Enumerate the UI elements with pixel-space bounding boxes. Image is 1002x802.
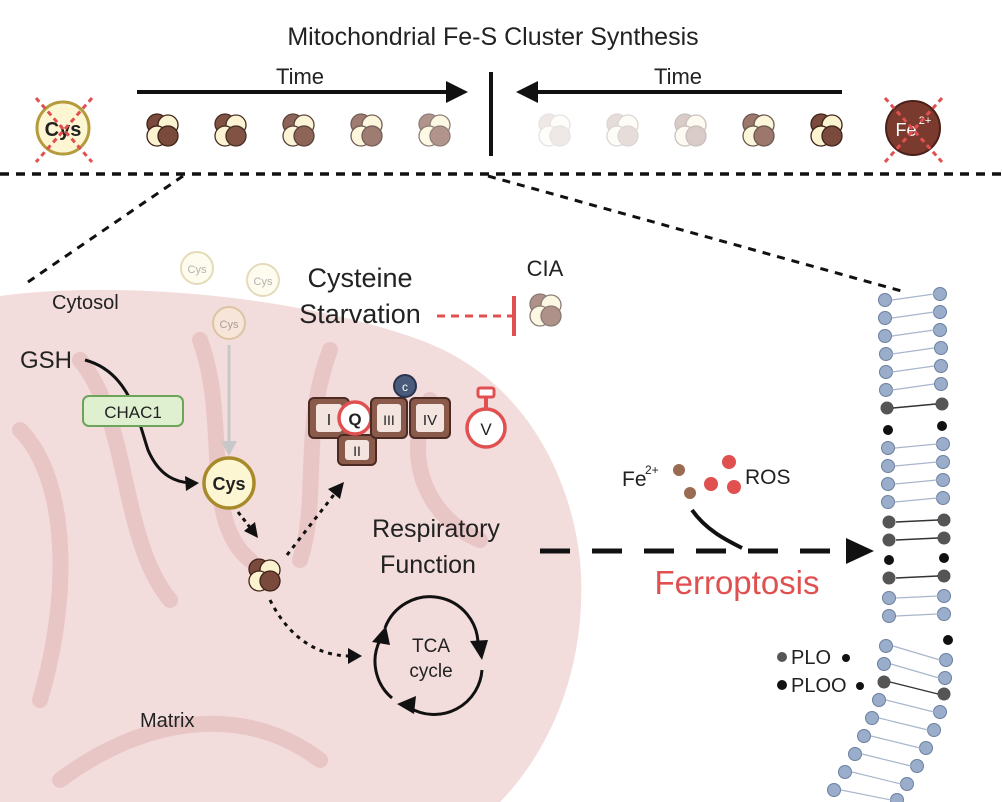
fes-cluster-icon <box>418 113 451 147</box>
fes-cluster-icon <box>350 113 383 147</box>
plo-label: PLO <box>791 647 831 669</box>
fe2-charge: 2+ <box>645 463 659 477</box>
ferroptosis-label: Ferroptosis <box>654 564 819 601</box>
gsh-to-cys-arrow <box>84 358 191 485</box>
cytochrome-c-label: c <box>402 380 408 394</box>
complex-3-label: III <box>383 412 395 428</box>
bilayer-segment <box>881 437 950 509</box>
ploo-label: PLOO <box>791 675 847 697</box>
tca-line1: TCA <box>412 636 450 657</box>
ros-icon <box>722 455 736 469</box>
time-arrow-left-head <box>446 81 468 103</box>
starvation-line1: Cysteine <box>307 263 412 293</box>
cys-to-cluster-arrow-head <box>244 522 258 538</box>
fes-cluster-icon <box>810 113 843 147</box>
cytosolic-cys-group: Cys Cys Cys <box>180 251 280 340</box>
fe-depleted-label: Fe <box>895 120 916 140</box>
quinone-label: Q <box>348 410 361 429</box>
cys-node <box>202 456 256 510</box>
complex-2-inner <box>345 440 369 460</box>
cia-label: CIA <box>527 256 564 281</box>
fes-cluster-icon <box>146 113 179 147</box>
fe-ros-to-arrow-curve <box>690 508 743 550</box>
gsh-label: GSH <box>20 347 72 374</box>
region-matrix: Matrix <box>140 710 194 732</box>
time-label-left: Time <box>276 64 324 89</box>
cluster-to-etc-arrow-head <box>328 482 344 499</box>
ploo-dot-right <box>856 682 864 690</box>
time-arrow-right-head <box>516 81 538 103</box>
complex-2-label: II <box>353 443 361 459</box>
bilayer-segment <box>882 589 951 623</box>
plo-dot-right <box>842 654 850 662</box>
ros-icon <box>727 480 741 494</box>
ros-label: ROS <box>745 466 791 489</box>
tca-line2: cycle <box>409 661 452 682</box>
cluster-to-tca-arrow-head <box>348 648 362 664</box>
fe-ion-icon <box>673 464 685 476</box>
fe-depleted-icon: Fe 2+ <box>883 97 944 163</box>
bilayer-segment <box>878 287 948 397</box>
cluster-to-tca-arrow <box>268 599 351 658</box>
plo-dot-left <box>777 652 787 662</box>
region-cytosol: Cytosol <box>52 292 119 314</box>
complex-3-inner <box>377 404 401 432</box>
complex-4-label: IV <box>423 412 437 429</box>
complex-5-icon <box>465 407 507 449</box>
cia-fes-cluster-icon <box>529 293 562 327</box>
cytosolic-cys-label: Cys <box>220 319 239 331</box>
electron-transport-chain: I II Q III c IV V <box>308 374 507 466</box>
fes-cluster-icon <box>538 113 571 147</box>
respiratory-line1: Respiratory <box>372 515 500 543</box>
complex-4-inner <box>416 404 444 432</box>
respiratory-line2: Function <box>380 551 476 579</box>
cys-node-label: Cys <box>212 474 245 494</box>
time-label-right: Time <box>654 64 702 89</box>
cys-depleted-icon: Cys <box>34 97 94 163</box>
fes-cluster-icon <box>674 113 707 147</box>
fes-cluster-icon <box>606 113 639 147</box>
complex-1-inner <box>316 404 342 432</box>
cytosolic-cys-label: Cys <box>188 264 207 276</box>
gsh-to-cys-arrow-head <box>185 476 199 491</box>
figure-title: Mitochondrial Fe-S Cluster Synthesis <box>287 23 698 51</box>
lipid-tails <box>891 293 935 391</box>
fe-ion-icon <box>684 487 696 499</box>
zoom-line-right <box>487 174 906 294</box>
cluster-to-etc-arrow <box>285 491 338 556</box>
complex-5-cap <box>476 386 496 399</box>
fe-depleted-charge: 2+ <box>919 115 932 127</box>
fes-cluster-icon <box>282 113 315 147</box>
tca-cycle: TCA cycle <box>372 595 488 716</box>
fes-cluster-icon <box>742 113 775 147</box>
cys-import-arrow-head <box>221 441 237 456</box>
zoom-line-left <box>27 174 184 284</box>
fes-cluster-icon <box>214 113 247 147</box>
lipid-bilayer <box>827 287 953 802</box>
starvation-line2: Starvation <box>299 299 421 329</box>
cytochrome-c-icon <box>393 374 417 398</box>
complex-1-label: I <box>327 412 331 429</box>
chac1-box <box>82 395 184 427</box>
matrix-fes-cluster-icon <box>248 558 281 592</box>
ploo-dot-left <box>777 680 787 690</box>
complex-5-label: V <box>480 420 492 439</box>
ros-icon <box>704 477 718 491</box>
fe2-label: Fe <box>622 468 647 491</box>
chac1-label: CHAC1 <box>104 403 162 422</box>
cytosolic-cys-label: Cys <box>254 276 273 288</box>
cys-depleted-label: Cys <box>45 119 82 141</box>
ferroptosis-arrow-head <box>846 538 874 564</box>
